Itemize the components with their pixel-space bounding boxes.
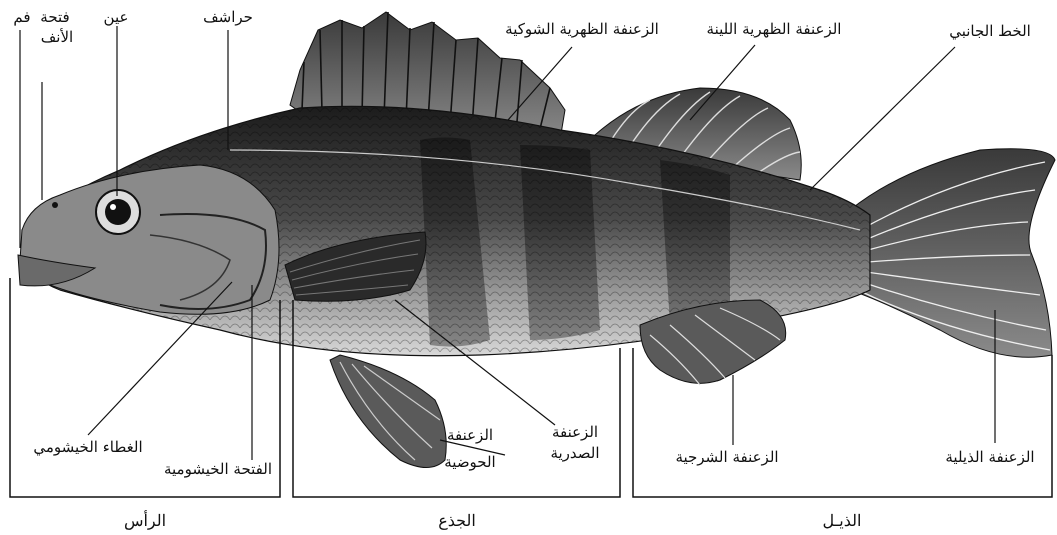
fish-head <box>18 165 279 314</box>
label-pectoral-fin-1: الزعنفة <box>552 423 598 441</box>
label-lateral-line: الخط الجانبي <box>949 22 1031 40</box>
pelvic-fin <box>330 355 446 468</box>
label-pelvic-fin-1: الزعنفة <box>447 426 493 444</box>
section-tail: الذيـل <box>823 511 862 530</box>
label-pelvic-fin-2: الحوضية <box>444 453 495 471</box>
label-pectoral-fin-2: الصدرية <box>550 444 599 462</box>
caudal-fin <box>850 149 1055 357</box>
section-trunk: الجذع <box>438 511 476 530</box>
label-mouth: فم <box>13 8 30 26</box>
label-gill-opening: الفتحة الخيشومية <box>164 460 272 478</box>
nostril <box>52 202 58 208</box>
label-scales: حراشف <box>203 8 253 26</box>
label-anal-fin: الزعنفة الشرجية <box>675 448 778 466</box>
label-caudal-fin: الزعنفة الذيلية <box>945 448 1034 466</box>
label-spiny-dorsal-fin: الزعنفة الظهرية الشوكية <box>505 20 659 38</box>
label-nostril-1: فتحة <box>40 8 69 26</box>
label-soft-dorsal-fin: الزعنفة الظهرية اللينة <box>707 20 842 38</box>
label-nostril-2: الأنف <box>41 28 73 46</box>
label-eye: عين <box>104 8 129 26</box>
label-gill-cover: الغطاء الخيشومي <box>33 438 142 456</box>
section-head: الرأس <box>124 510 166 530</box>
